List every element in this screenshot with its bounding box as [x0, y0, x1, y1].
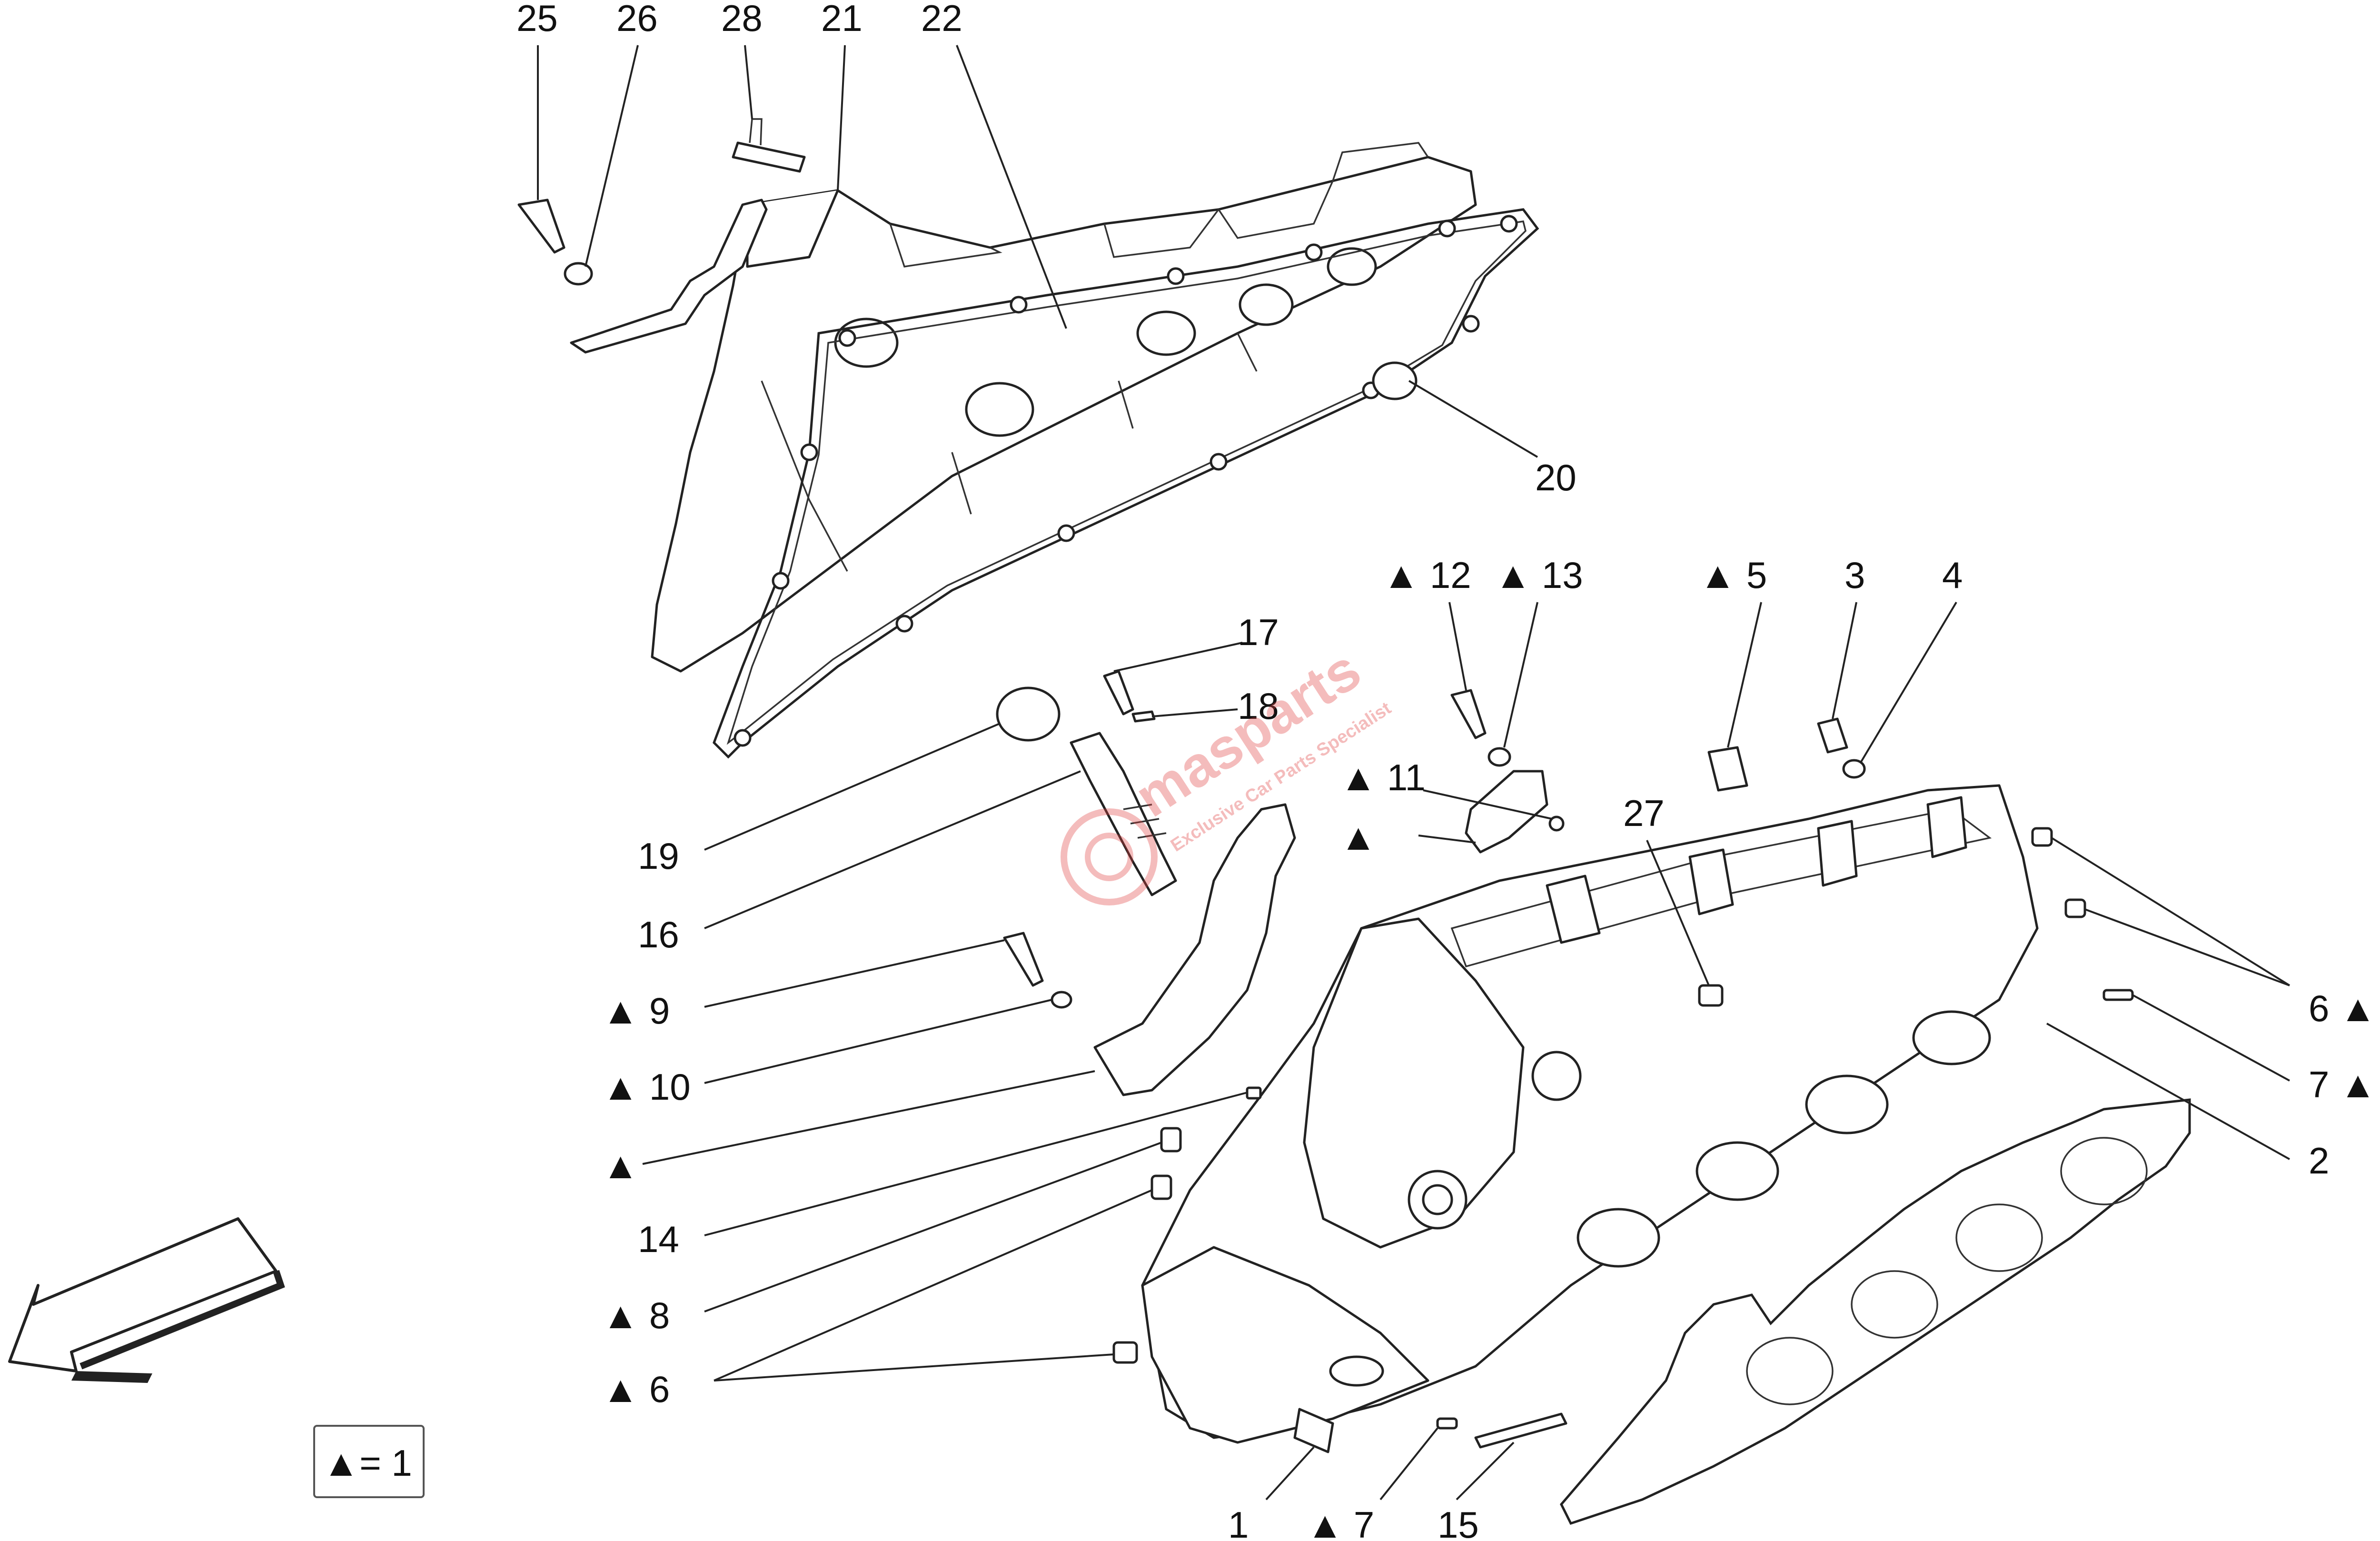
callout-7-right: 7 ▲ — [2309, 1064, 2376, 1105]
callout-triangle-a: ▲ — [1340, 816, 1377, 858]
callout-17: 17 — [1238, 611, 1279, 653]
callout-8: ▲ 8 — [602, 1294, 670, 1336]
callout-11: ▲ 11 — [1340, 756, 1426, 798]
part-20-plug — [1372, 361, 1418, 400]
cover-gasket — [713, 208, 1539, 759]
front-direction-arrow-icon — [8, 1217, 285, 1383]
callout-3: 3 — [1844, 554, 1865, 596]
gasket-bolt-holes — [734, 215, 1518, 747]
part-4-washer — [1842, 759, 1866, 779]
callout-6-right: 6 ▲ — [2309, 987, 2376, 1029]
callout-6-left: ▲ 6 — [602, 1368, 670, 1410]
watermark-gear-icon — [1061, 808, 1158, 905]
callout-2: 2 — [2309, 1140, 2329, 1182]
part-27-sleeve — [1698, 984, 1724, 1007]
part-6-sleeve-right-upper — [2031, 827, 2053, 847]
part-7-dowel-right — [2102, 989, 2134, 1001]
part-13-washer — [1488, 747, 1511, 767]
part-6-sleeve-left-lower — [1112, 1341, 1138, 1364]
cylinder-head — [1141, 784, 2039, 1453]
callout-14: 14 — [638, 1218, 679, 1260]
callout-27: 27 — [1623, 792, 1665, 834]
callout-16: 16 — [638, 914, 679, 955]
part-15-pin — [1474, 1412, 1567, 1449]
callout-20: 20 — [1535, 457, 1577, 498]
part-5-sleeve — [1707, 746, 1748, 792]
part-3-plug — [1817, 717, 1848, 754]
part-14-dowel — [1246, 1086, 1262, 1100]
callout-4: 4 — [1942, 554, 1963, 596]
callout-10: ▲ 10 — [602, 1066, 691, 1108]
callout-19: 19 — [638, 835, 679, 877]
part-8-sleeve — [1160, 1127, 1182, 1153]
part-17-bolt — [1103, 670, 1134, 716]
part-26-washer — [564, 262, 593, 286]
callout-12: ▲ 12 — [1383, 554, 1471, 596]
callouts: 25 26 28 21 22 20 ▲ 12 ▲ 13 ▲ 5 3 4 17 1… — [516, 0, 2376, 1541]
callout-28: 28 — [721, 0, 763, 39]
part-9-bolt — [1003, 932, 1044, 987]
callout-15: 15 — [1438, 1504, 1479, 1541]
part-7-dowel-bottom — [1436, 1417, 1458, 1430]
legend-text: ▲= 1 — [323, 1442, 412, 1484]
callout-7-bottom: ▲ 7 — [1307, 1504, 1374, 1541]
callout-26: 26 — [616, 0, 658, 39]
callout-13: ▲ 13 — [1495, 554, 1583, 596]
part-28-bracket — [570, 199, 768, 354]
legend-box: ▲= 1 — [313, 1425, 425, 1498]
callout-5: ▲ 5 — [1699, 554, 1767, 596]
head-gasket — [1560, 1098, 2191, 1525]
callout-25: 25 — [516, 0, 558, 39]
part-25-bolt — [517, 199, 565, 254]
part-10-washer — [1051, 991, 1072, 1009]
callout-21: 21 — [821, 0, 863, 39]
part-11-bracket — [1465, 770, 1548, 854]
callout-22: 22 — [921, 0, 962, 39]
part-6-sleeve-left-upper — [1150, 1174, 1172, 1200]
timing-bracket — [1093, 803, 1296, 1096]
callout-9: ▲ 9 — [602, 990, 670, 1032]
callout-18: 18 — [1238, 685, 1279, 727]
callout-triangle-b: ▲ — [602, 1144, 639, 1186]
leader-lines — [537, 45, 2291, 1501]
part-18-pin — [1131, 710, 1156, 723]
part-12-bolt — [1450, 689, 1487, 739]
callout-1: 1 — [1228, 1504, 1249, 1541]
part-16-solenoid — [1070, 732, 1177, 896]
part-6-sleeve-right-lower — [2064, 898, 2086, 918]
part-19-plug — [996, 686, 1061, 742]
camshaft-cover — [651, 142, 1477, 673]
